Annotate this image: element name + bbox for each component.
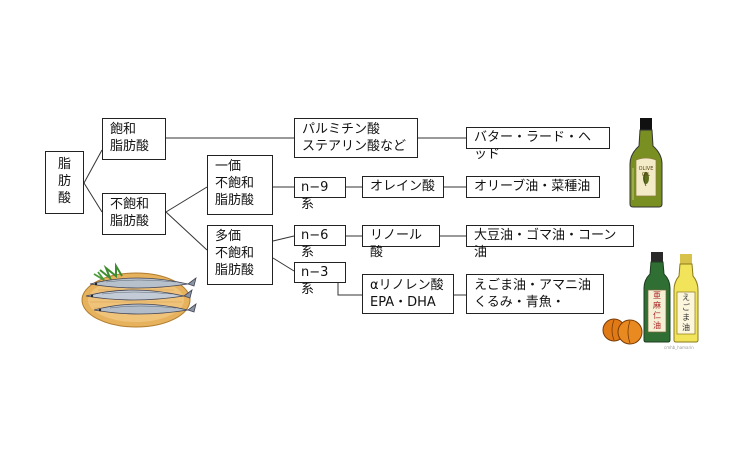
connector-root-unsaturated — [83, 182, 103, 213]
connector-unsaturated-mono — [165, 186, 208, 213]
connector-n3-alpha — [337, 283, 362, 296]
node-saturated: 飽和 脂肪酸 — [102, 118, 166, 160]
node-n3: n−3系 — [294, 262, 346, 297]
node-unsaturated: 不飽和 脂肪酸 — [102, 193, 166, 235]
olive-oil-bottle-icon — [629, 118, 663, 208]
connector-unsaturated-poly — [165, 211, 208, 251]
olive-oil-label: OLIVE OIL — [638, 166, 654, 178]
illustration-credit: cmhb_hamarin — [664, 345, 694, 350]
node-linoleic: リノール酸 — [362, 225, 440, 260]
node-fatty-acid: 脂 肪 酸 — [45, 151, 84, 214]
connector-poly-n6 — [272, 235, 295, 242]
fish-plate-icon — [81, 262, 197, 328]
connector-root-saturated — [83, 149, 103, 184]
node-oleic: オレイン酸 — [362, 176, 444, 198]
node-poly-unsaturated: 多価 不飽和 脂肪酸 — [207, 225, 273, 285]
linseed-oil-label: 亜 麻 仁 油 — [653, 291, 661, 330]
node-n6: n−6系 — [294, 225, 346, 260]
egoma-oil-label: え ご ま 油 — [682, 293, 690, 332]
linseed-oil-bottle-icon — [643, 252, 671, 343]
node-mono-unsaturated: 一価 不飽和 脂肪酸 — [207, 155, 273, 215]
node-egoma-linseed: えごま油・アマニ油 くるみ・青魚・ — [466, 274, 604, 314]
walnut-icon — [602, 318, 643, 345]
node-soy-sesame-corn: 大豆油・ゴマ油・コーン油 — [466, 225, 634, 260]
node-alpha-linolenic: αリノレン酸 EPA・DHA — [362, 274, 454, 314]
node-n9: n−9系 — [294, 177, 346, 212]
egoma-oil-bottle-icon — [673, 254, 699, 343]
connector-poly-n3 — [272, 257, 295, 272]
node-palmitic-stearic: パルミチン酸 ステアリン酸など — [294, 118, 418, 158]
node-butter-lard-head: バター・ラード・ヘッド — [466, 127, 610, 162]
node-olive-rapeseed: オリーブ油・菜種油 — [466, 176, 600, 198]
